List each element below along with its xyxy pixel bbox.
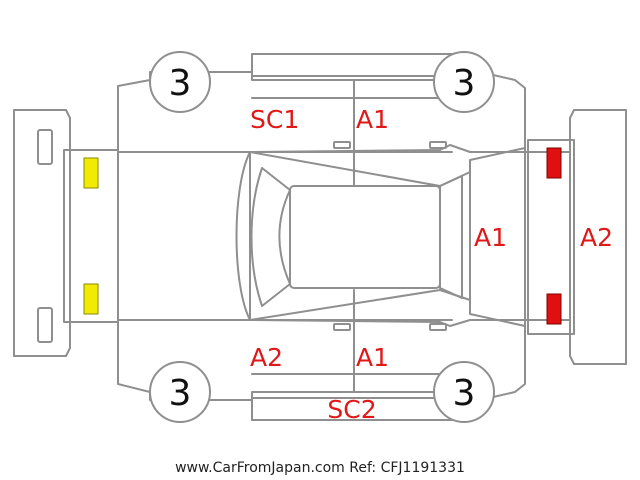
tire-front-right-grade: 3	[169, 373, 192, 414]
tire-front-right: 3	[149, 361, 211, 423]
damage-code-rear-bumper: A2	[580, 223, 613, 252]
damage-code-front-right-door: A2	[250, 343, 283, 372]
front-lamp-marker-left	[83, 157, 99, 189]
tire-rear-right: 3	[433, 361, 495, 423]
damage-code-rear-left-door: A1	[356, 105, 389, 134]
front-bumper	[13, 109, 71, 357]
front-lamp-marker-right	[83, 283, 99, 315]
tire-rear-right-grade: 3	[453, 373, 476, 414]
rear-lamp-marker-right	[546, 293, 562, 325]
damage-code-rear-window: A1	[474, 223, 507, 252]
damage-code-rear-right-door: A1	[356, 343, 389, 372]
rear-bumper	[569, 109, 627, 365]
damage-code-front-left-door: SC1	[250, 105, 299, 134]
roof	[235, 151, 471, 321]
reference-footer: www.CarFromJapan.com Ref: CFJ1191331	[175, 460, 465, 476]
damage-code-right-side-sill: SC2	[327, 395, 376, 424]
tire-rear-left: 3	[433, 51, 495, 113]
hood	[63, 149, 251, 323]
tire-front-left-grade: 3	[169, 63, 192, 104]
tire-front-left: 3	[149, 51, 211, 113]
tire-rear-left-grade: 3	[453, 63, 476, 104]
rear-lamp-marker-left	[546, 147, 562, 179]
